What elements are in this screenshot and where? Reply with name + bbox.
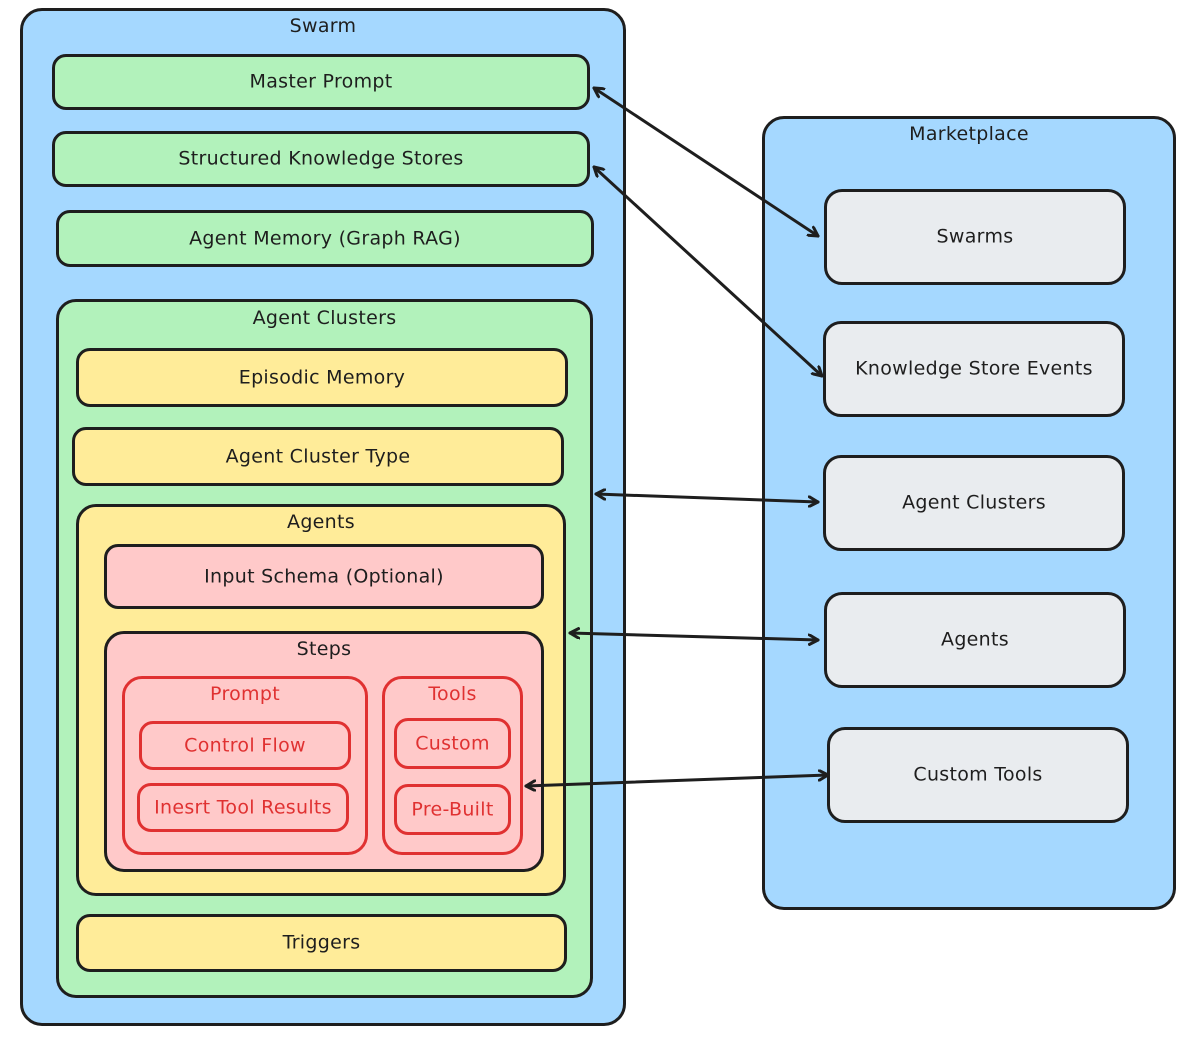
input-schema-label: Input Schema (Optional) <box>204 565 444 587</box>
knowledge-stores-label: Structured Knowledge Stores <box>178 147 464 170</box>
pre-built-tool-box: Pre-Built <box>394 784 511 835</box>
marketplace-custom-tools-box: Custom Tools <box>827 727 1129 823</box>
agents-title: Agents <box>287 511 355 533</box>
marketplace-agents-label: Agents <box>941 628 1009 651</box>
master-prompt-label: Master Prompt <box>249 70 393 93</box>
tools-title: Tools <box>428 683 477 705</box>
agent-cluster-type-label: Agent Cluster Type <box>225 445 411 467</box>
agent-cluster-type-box: Agent Cluster Type <box>72 427 564 486</box>
marketplace-knowledge-events-label: Knowledge Store Events <box>855 357 1093 380</box>
swarm-title: Swarm <box>289 15 357 37</box>
prompt-title: Prompt <box>210 683 280 705</box>
insert-tool-results-label: Inesrt Tool Results <box>154 796 332 818</box>
marketplace-knowledge-events-box: Knowledge Store Events <box>823 321 1125 417</box>
marketplace-swarms-label: Swarms <box>936 225 1014 248</box>
master-prompt-box: Master Prompt <box>52 54 590 110</box>
insert-tool-results-box: Inesrt Tool Results <box>137 783 349 832</box>
marketplace-custom-tools-label: Custom Tools <box>913 763 1043 786</box>
triggers-box: Triggers <box>76 914 567 972</box>
control-flow-label: Control Flow <box>184 734 306 756</box>
marketplace-agent-clusters-box: Agent Clusters <box>823 455 1125 551</box>
knowledge-stores-box: Structured Knowledge Stores <box>52 131 590 187</box>
marketplace-title: Marketplace <box>909 123 1029 145</box>
pre-built-tool-label: Pre-Built <box>411 798 494 820</box>
control-flow-box: Control Flow <box>139 721 351 770</box>
agent-clusters-title: Agent Clusters <box>252 307 397 329</box>
triggers-label: Triggers <box>282 931 361 954</box>
steps-title: Steps <box>296 638 352 660</box>
episodic-memory-box: Episodic Memory <box>76 348 568 407</box>
input-schema-box: Input Schema (Optional) <box>104 544 544 609</box>
marketplace-agents-box: Agents <box>824 592 1126 688</box>
marketplace-agent-clusters-label: Agent Clusters <box>902 491 1046 514</box>
marketplace-swarms-box: Swarms <box>824 189 1126 285</box>
episodic-memory-label: Episodic Memory <box>238 366 406 388</box>
agent-memory-label: Agent Memory (Graph RAG) <box>189 227 461 249</box>
custom-tool-box: Custom <box>394 718 511 769</box>
agent-memory-box: Agent Memory (Graph RAG) <box>56 210 594 267</box>
custom-tool-label: Custom <box>415 732 490 754</box>
